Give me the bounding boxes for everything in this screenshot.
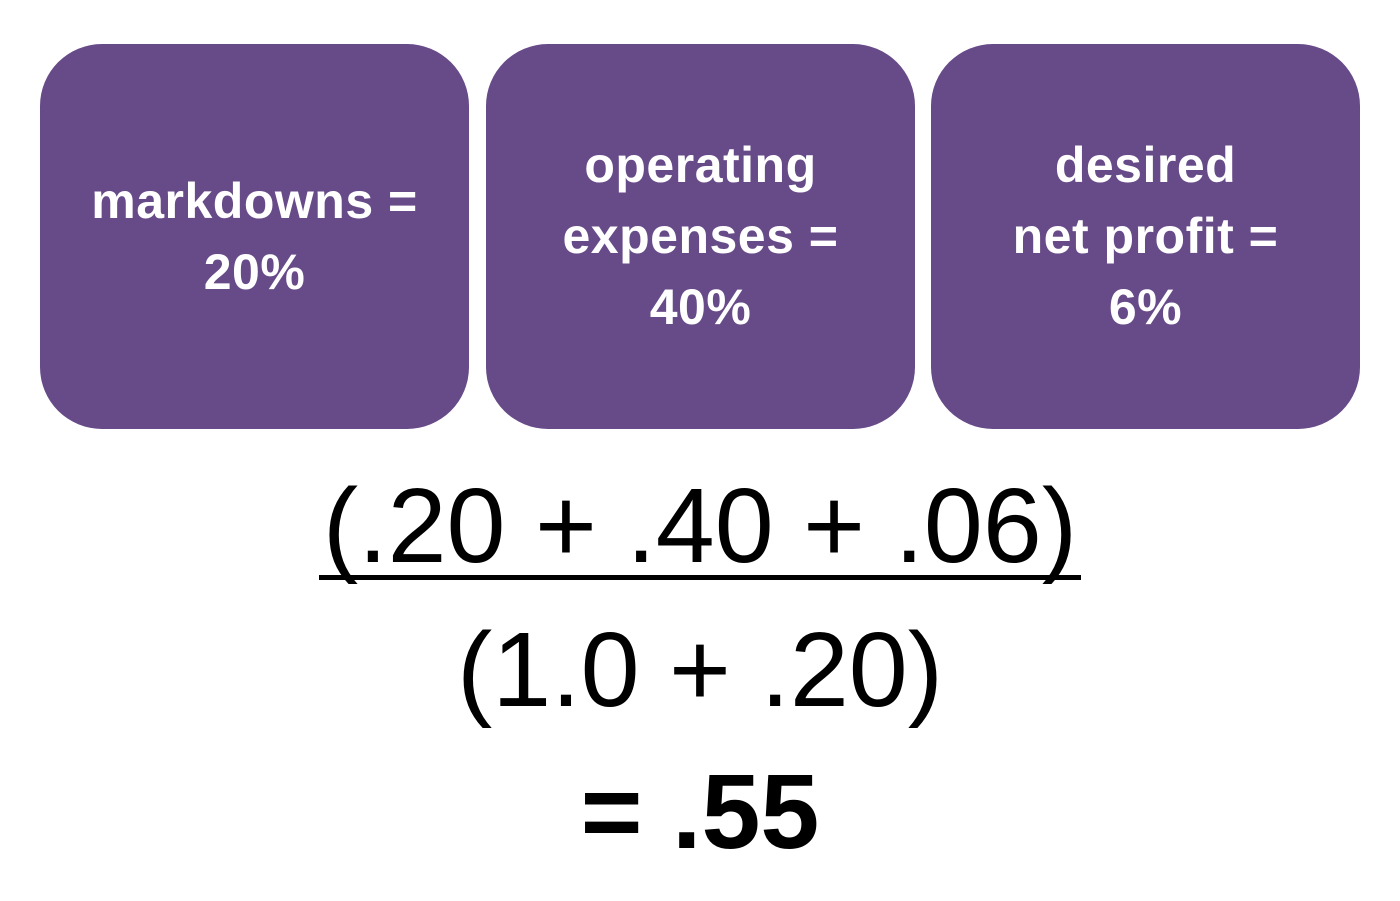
desired-net-profit-box: desired net profit = 6% [931,44,1360,429]
desired-net-profit-value: 6% [1108,279,1183,335]
formula-numerator-text: (.20 + .40 + .06) [318,473,1082,580]
operating-expenses-label-line-1: operating [584,137,817,193]
desired-net-profit-label-line-2: net profit = [1012,208,1279,264]
markdowns-value: 20% [203,243,306,300]
formula-denominator: (1.0 + .20) [456,611,944,729]
operating-expenses-label-line-2: expenses = [562,208,839,264]
markdowns-label: markdowns = [91,172,418,229]
operating-expenses-value: 40% [649,279,752,335]
formula-result: = .55 [580,753,820,871]
formula-numerator: (.20 + .40 + .06) [0,466,1400,586]
operating-expenses-box: operating expenses = 40% [486,44,915,429]
markdowns-box: markdowns = 20% [40,44,469,429]
desired-net-profit-label-line-1: desired [1054,137,1237,193]
